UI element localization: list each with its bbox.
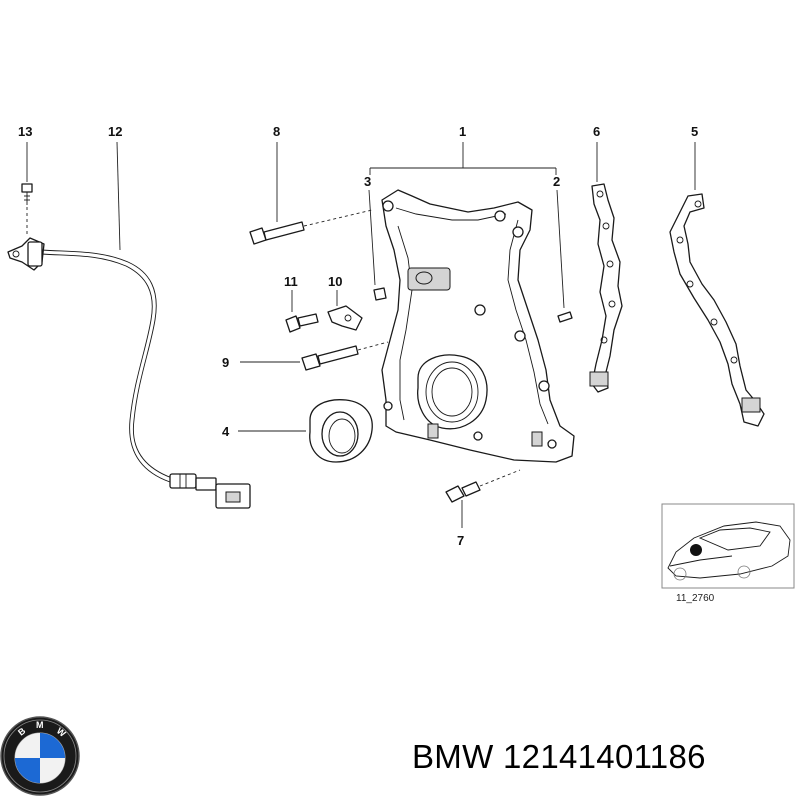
callout-10: 10 bbox=[328, 274, 342, 289]
callout-8: 8 bbox=[273, 124, 280, 139]
part-5-gasket bbox=[669, 142, 765, 427]
caption-part-number: 12141401186 bbox=[503, 738, 706, 775]
callout-1: 1 bbox=[459, 124, 466, 139]
callout-numbers: 13 12 8 1 6 5 3 2 11 10 9 4 7 bbox=[18, 124, 698, 548]
svg-text:B: B bbox=[16, 725, 28, 737]
part-7-bolt bbox=[445, 469, 521, 528]
part-12-sensor bbox=[7, 141, 251, 509]
callout-12: 12 bbox=[108, 124, 122, 139]
callout-13: 13 bbox=[18, 124, 32, 139]
callout-5: 5 bbox=[691, 124, 698, 139]
part-13-bolt bbox=[21, 142, 33, 236]
car-location-inset: 11_2760 bbox=[661, 503, 795, 604]
part-2-pin bbox=[556, 189, 573, 323]
callout-4: 4 bbox=[222, 424, 230, 439]
part-1-timing-cover bbox=[369, 142, 575, 463]
callout-6: 6 bbox=[593, 124, 600, 139]
part-3-dowel bbox=[368, 189, 387, 301]
part-6-gasket bbox=[589, 142, 623, 393]
callout-11: 11 bbox=[284, 274, 298, 289]
callout-7: 7 bbox=[457, 533, 464, 548]
callout-9: 9 bbox=[222, 355, 229, 370]
caption-brand: BMW bbox=[412, 738, 494, 775]
callout-2: 2 bbox=[553, 174, 560, 189]
svg-text:M: M bbox=[36, 720, 44, 730]
callout-3: 3 bbox=[364, 174, 371, 189]
part-8-bolt bbox=[249, 142, 373, 245]
part-11-bolt bbox=[285, 290, 319, 333]
part-9-bolt bbox=[240, 341, 389, 371]
part-caption: BMW 12141401186 bbox=[412, 738, 792, 776]
inset-code: 11_2760 bbox=[676, 593, 715, 604]
bmw-logo: B M W bbox=[0, 716, 80, 796]
part-4-seal bbox=[238, 399, 373, 463]
part-10-bracket bbox=[327, 290, 363, 331]
